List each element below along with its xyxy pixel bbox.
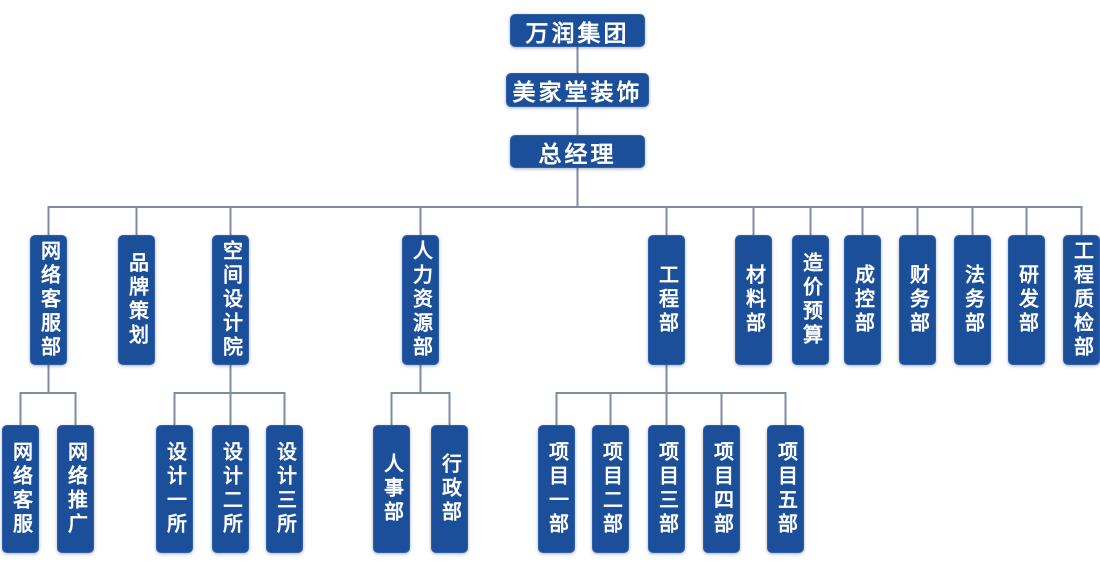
- connectors-engineering-subtree: [555, 364, 787, 426]
- node-finance-dept: 财务部: [899, 235, 936, 365]
- node-project-dept-1: 项目一部: [538, 425, 575, 553]
- node-engineering-dept: 工程部: [648, 235, 685, 365]
- node-project-dept-3: 项目三部: [648, 425, 685, 553]
- connectors-design-institute-subtree: [173, 364, 286, 426]
- connectors-network-service-subtree: [19, 364, 77, 426]
- node-legal-dept: 法务部: [954, 235, 991, 365]
- node-engineering-quality-inspection-dept: 工程质检部: [1063, 235, 1100, 365]
- node-brand-planning: 品牌策划: [118, 235, 155, 365]
- node-project-dept-2: 项目二部: [592, 425, 629, 553]
- node-online-promotion: 网络推广: [57, 425, 94, 553]
- node-personnel-dept: 人事部: [373, 425, 410, 553]
- node-wanrun-group: 万润集团: [510, 14, 645, 47]
- node-cost-budget: 造价预算: [792, 235, 829, 365]
- node-design-studio-2: 设计二所: [212, 425, 249, 553]
- node-rd-dept: 研发部: [1008, 235, 1045, 365]
- connectors-hr-subtree: [390, 364, 451, 426]
- node-project-dept-4: 项目四部: [703, 425, 740, 553]
- node-administration-dept: 行政部: [431, 425, 468, 553]
- connectors-department-row: [47, 206, 1083, 236]
- node-online-customer-service: 网络客服: [2, 425, 39, 553]
- node-materials-dept: 材料部: [735, 235, 772, 365]
- node-meijiatang-decoration: 美家堂装饰: [506, 73, 649, 107]
- node-project-dept-5: 项目五部: [767, 425, 804, 553]
- node-cost-control-dept: 成控部: [844, 235, 881, 365]
- node-design-studio-3: 设计三所: [266, 425, 303, 553]
- node-design-studio-1: 设计一所: [156, 425, 193, 553]
- node-network-customer-service-dept: 网络客服部: [30, 235, 67, 365]
- node-general-manager: 总经理: [510, 135, 645, 168]
- node-space-design-institute: 空间设计院: [212, 235, 249, 365]
- node-human-resources-dept: 人力资源部: [402, 235, 439, 365]
